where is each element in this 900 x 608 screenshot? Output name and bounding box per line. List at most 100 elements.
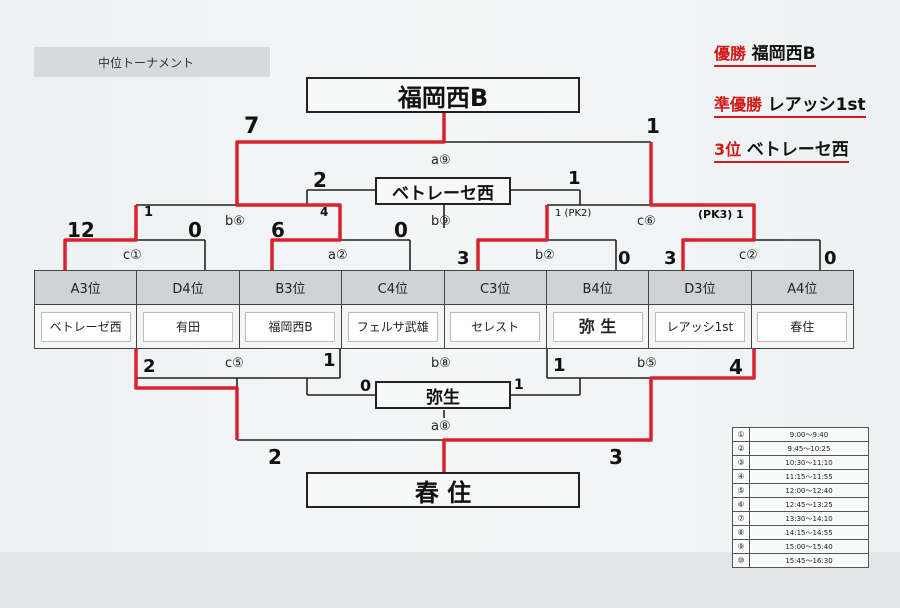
schedule-number: ① [732, 427, 750, 442]
schedule-time: 12:45〜13:25 [749, 497, 869, 512]
team-name: ベトレーゼ西 [40, 311, 131, 342]
schedule-number: ③ [732, 455, 750, 470]
team-cell: フェルサ武雄 [341, 304, 445, 349]
champion-line: 優勝 福岡西B [714, 39, 816, 67]
semi-winner-box: ベトレーセ西 [375, 177, 511, 205]
score: 12 [67, 218, 95, 242]
team-cell: 弥 生 [545, 304, 650, 349]
schedule-time: 10:30〜11:10 [749, 455, 869, 470]
champion-label: 優勝 [714, 44, 747, 63]
team-name: 福岡西B [245, 311, 336, 342]
team-cell: 福岡西B [238, 304, 343, 349]
bottom-semi-winner-text: 弥生 [426, 387, 460, 408]
schedule-number: ⑥ [732, 497, 750, 512]
match-label-b5: b⑤ [637, 356, 657, 371]
bottom-winner-text: 春 住 [414, 478, 472, 507]
score: 2 [313, 168, 327, 192]
team-cell: 有田 [136, 304, 240, 349]
schedule-time: 9:00〜9:40 [749, 427, 869, 442]
team-cell: レアッシ1st [648, 304, 752, 349]
top-winner-box: 福岡西B [306, 77, 580, 113]
team-name: 有田 [143, 311, 234, 342]
score: 0 [394, 218, 408, 242]
schedule-number: ⑨ [732, 539, 750, 554]
seed-cell: B4位 [545, 270, 650, 305]
schedule-number: ② [732, 441, 750, 456]
score: 0 [188, 218, 202, 242]
match-label-a2: a② [328, 248, 348, 263]
top-winner-text: 福岡西B [397, 83, 489, 112]
match-label-b6: b⑥ [225, 214, 245, 229]
seed-cell: C3位 [443, 270, 547, 305]
team-cell: ベトレーゼ西 [33, 304, 138, 349]
team-name: 弥 生 [552, 311, 643, 342]
schedule-time: 15:00〜15:40 [749, 539, 869, 554]
seed-cell: A4位 [750, 270, 855, 305]
score: 0 [360, 376, 372, 395]
bottom-semi-winner-box: 弥生 [375, 381, 511, 409]
third-label: 3位 [714, 140, 742, 159]
bottom-winner-box: 春 住 [306, 472, 580, 508]
schedule-number: ⑦ [732, 511, 750, 526]
schedule-time: 15:45〜16:30 [749, 553, 869, 568]
seed-cell: D4位 [136, 270, 240, 305]
team-name: レアッシ1st [654, 311, 745, 342]
score: 1 [568, 168, 581, 189]
seed-cell: A3位 [33, 270, 138, 305]
runner-up-label: 準優勝 [714, 95, 763, 114]
score: 1 [323, 350, 336, 371]
champion-name: 福岡西B [751, 44, 816, 64]
team-name: セレスト [450, 311, 541, 342]
score: 2 [268, 445, 282, 469]
team-cell: 春住 [750, 304, 855, 349]
team-row: ベトレーゼ西 有田 福岡西B フェルサ武雄 セレスト 弥 生 レアッシ1st 春… [33, 304, 855, 349]
schedule-time: 14:15〜14:55 [749, 525, 869, 540]
score: 3 [609, 445, 623, 469]
team-table: A3位 D4位 B3位 C4位 C3位 B4位 D3位 A4位 ベトレーゼ西 有… [33, 270, 855, 349]
runner-up-line: 準優勝 レアッシ1st [714, 90, 866, 118]
score: 0 [824, 248, 837, 269]
match-label-c2: c② [739, 248, 758, 263]
schedule-time: 13:30〜14:10 [749, 511, 869, 526]
score: 1 [646, 114, 660, 138]
schedule-number: ⑧ [732, 525, 750, 540]
match-label-b8: b⑧ [431, 356, 451, 371]
schedule-time: 11:15〜11:55 [749, 469, 869, 484]
schedule-number: ④ [732, 469, 750, 484]
score: 6 [271, 218, 285, 242]
score: 2 [143, 356, 156, 377]
score: 3 [457, 248, 470, 269]
match-label-a8: a⑧ [431, 419, 451, 434]
semi-winner-text: ベトレーセ西 [392, 183, 494, 204]
score: 1 [553, 355, 566, 376]
schedule-time: 9:45〜10:25 [749, 441, 869, 456]
score: 1 [514, 377, 524, 393]
seed-cell: B3位 [238, 270, 343, 305]
schedule-number: ⑩ [732, 553, 750, 568]
match-label-b9: b⑨ [431, 214, 451, 229]
schedule-time: 12:00〜12:40 [749, 483, 869, 498]
match-label-b2: b② [535, 248, 555, 263]
seed-cell: C4位 [341, 270, 445, 305]
sheet-title: 中位トーナメント [34, 47, 270, 77]
score: 3 [664, 248, 677, 269]
team-name: フェルサ武雄 [347, 311, 438, 342]
schedule-number: ⑤ [732, 483, 750, 498]
runner-up-name: レアッシ1st [767, 95, 866, 115]
score: 1 (PK2) [555, 208, 592, 219]
score: 4 [729, 355, 743, 379]
score: 0 [618, 248, 631, 269]
match-label-c1: c① [123, 248, 142, 263]
seed-cell: D3位 [648, 270, 752, 305]
